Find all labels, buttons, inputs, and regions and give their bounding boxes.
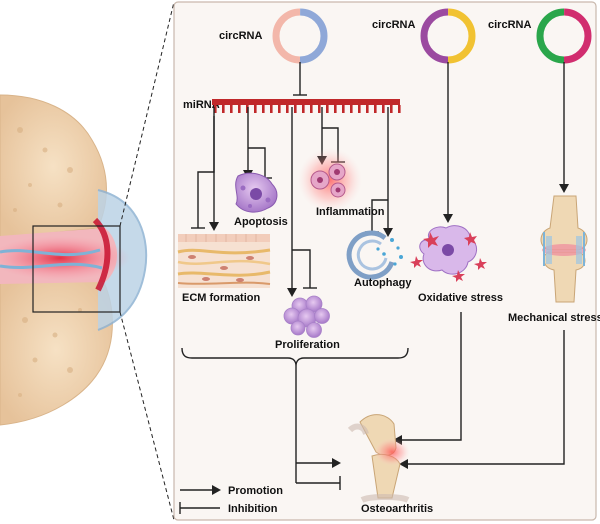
mirna-label: miRNA	[183, 99, 220, 111]
autophagy-illustration	[346, 230, 403, 280]
mirna-tooth	[342, 105, 345, 113]
ecm-tissue-illustration	[177, 234, 271, 288]
mirna-tooth	[350, 105, 353, 113]
mirna-tooth	[326, 105, 329, 113]
mirna-tooth	[334, 105, 337, 113]
mirna-tooth	[294, 105, 297, 113]
ecm-formation-label: ECM formation	[182, 292, 261, 304]
proliferation-label: Proliferation	[275, 339, 340, 351]
autophagy-label: Autophagy	[354, 277, 412, 289]
apoptosis-label: Apoptosis	[234, 216, 288, 228]
knee-joint-illustration	[540, 195, 588, 303]
osteoarthritis-label: Osteoarthritis	[361, 503, 433, 515]
oxidative-stress-label: Oxidative stress	[418, 292, 503, 304]
legend-inhibition-label: Inhibition	[228, 503, 278, 515]
circrna-label-2: circRNA	[372, 19, 415, 31]
legend-promotion-label: Promotion	[228, 485, 283, 497]
legend: Promotion Inhibition	[179, 485, 283, 515]
mirna-tooth	[286, 105, 289, 113]
mirna-tooth	[222, 105, 225, 113]
circrna-label-1: circRNA	[219, 30, 262, 42]
mirna-tooth	[318, 105, 321, 113]
mirna-tooth	[214, 105, 217, 113]
mirna-tooth	[390, 105, 393, 113]
mirna-tooth	[310, 105, 313, 113]
mirna-tooth	[278, 105, 281, 113]
mirna-tooth	[238, 105, 241, 113]
circrna-label-3: circRNA	[488, 19, 531, 31]
circrna-ring-1	[272, 8, 328, 64]
mechanical-stress-label: Mechanical stress	[508, 312, 600, 324]
mirna-tooth	[230, 105, 233, 113]
mirna-tooth	[398, 105, 401, 113]
oxidative-stress-illustration	[410, 225, 487, 282]
circrna-ring-2	[420, 8, 476, 64]
circrna-inhibits-mirna	[293, 62, 307, 96]
apoptosis-cell-illustration	[235, 172, 278, 213]
proliferation-illustration	[283, 295, 330, 338]
legend-promotion-arrowhead	[212, 485, 221, 495]
mirna-tooth	[382, 105, 385, 113]
mirna-tooth	[374, 105, 377, 113]
mirna-tooth	[302, 105, 305, 113]
mirna-tooth	[262, 105, 265, 113]
inflammation-label: Inflammation	[316, 206, 385, 218]
mirna-tooth	[270, 105, 273, 113]
circrna-ring-3	[536, 8, 592, 64]
mechanical-arrowhead	[559, 184, 569, 193]
joint-anatomy	[0, 1, 175, 521]
mirna-tooth	[254, 105, 257, 113]
oxidative-arrowhead	[443, 214, 453, 223]
mirna-tooth	[358, 105, 361, 113]
inflammation-illustration	[298, 148, 362, 212]
osteoarthritis-knee-illustration	[347, 414, 410, 503]
osteoarthritis-connectors	[295, 312, 565, 490]
mirna-tooth	[366, 105, 369, 113]
